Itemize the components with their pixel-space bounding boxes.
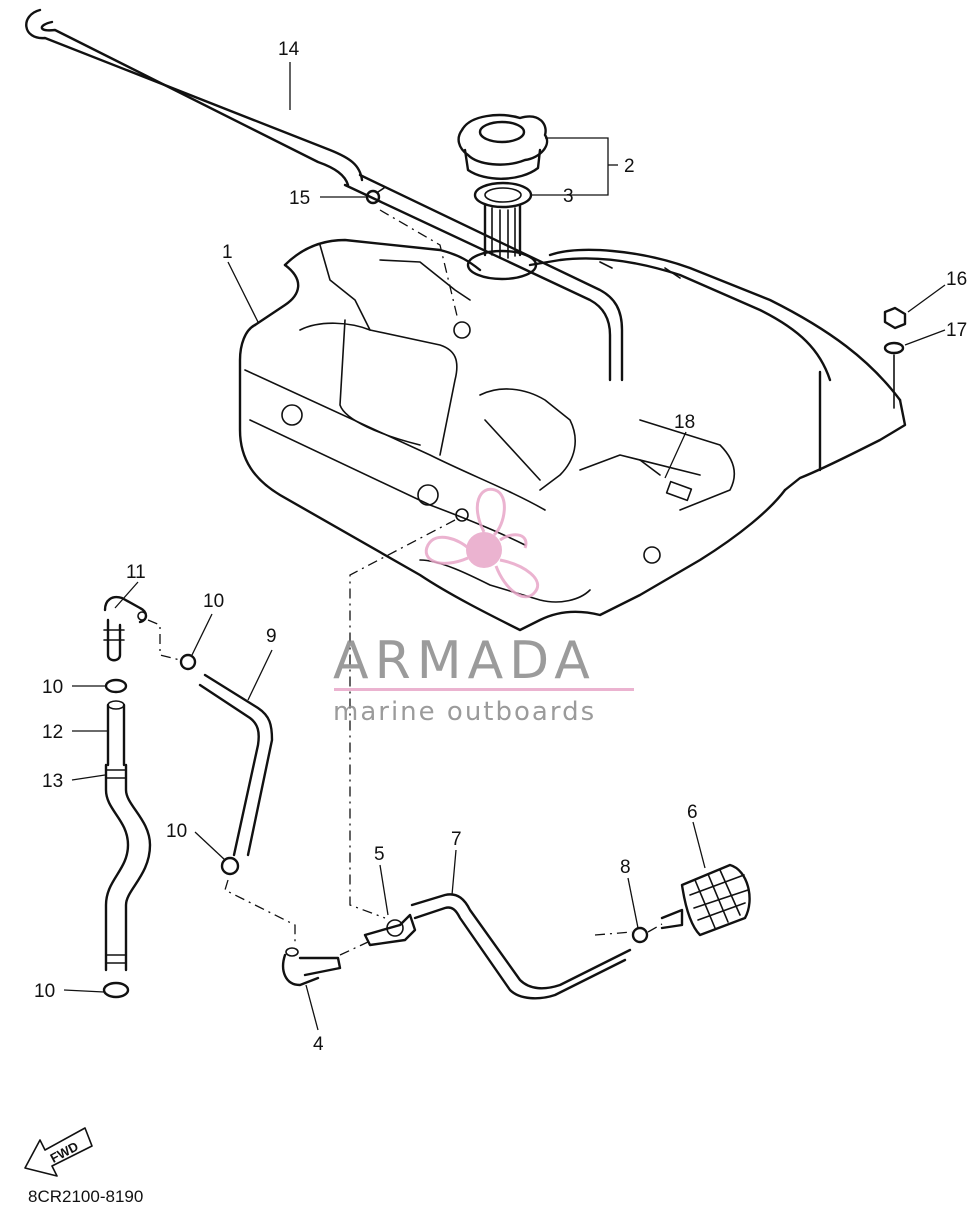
part-8-clip — [631, 926, 649, 944]
watermark-brand: ARMADA — [333, 631, 596, 691]
part-10-clip-a — [104, 678, 128, 694]
part-18-bracket — [639, 459, 661, 476]
callout-12: 12 — [42, 722, 63, 743]
callout-10-b: 10 — [203, 591, 224, 612]
part-11-elbow-fitting — [103, 596, 148, 662]
callout-1: 1 — [222, 242, 233, 263]
watermark-tagline: marine outboards — [333, 697, 596, 727]
forward-arrow-label: FWD — [48, 1139, 81, 1166]
part-10-clip-d — [102, 981, 130, 999]
leader-lines — [63, 62, 946, 1031]
armada-watermark: ARMADA marine outboards — [333, 487, 634, 727]
callout-8: 8 — [620, 857, 631, 878]
diagram-code: 8CR2100-8190 — [28, 1187, 143, 1206]
propeller-logo — [424, 487, 539, 599]
part-17-washer — [883, 341, 905, 409]
callout-17: 17 — [946, 320, 967, 341]
callout-10-c: 10 — [166, 821, 187, 842]
callout-10-a: 10 — [42, 677, 63, 698]
part-2-filler-cap — [457, 113, 549, 180]
part-16-nut — [883, 306, 907, 330]
callout-13: 13 — [42, 771, 63, 792]
part-9-bent-hose — [198, 673, 274, 857]
callout-2: 2 — [624, 156, 635, 177]
part-4-elbow-joint — [281, 947, 342, 987]
part-5-fitting — [363, 913, 417, 947]
forward-arrow: FWD — [24, 1127, 93, 1177]
part-1-fuel-tank — [238, 238, 907, 632]
part-3-gasket — [473, 181, 533, 209]
callout-9: 9 — [266, 626, 277, 647]
callout-numbers: 14 1 2 3 15 16 17 18 11 10 9 10 12 13 10… — [34, 39, 967, 1055]
part-12-tube — [106, 700, 126, 767]
callout-4: 4 — [313, 1034, 324, 1055]
part-14-vent-hose — [25, 8, 624, 382]
part-6-fuel-filter — [660, 863, 751, 937]
callout-6: 6 — [687, 802, 698, 823]
routing-lines — [147, 209, 663, 956]
watermark-underline — [334, 688, 634, 691]
callout-18: 18 — [674, 412, 695, 433]
callout-7: 7 — [451, 829, 462, 850]
callout-10-d: 10 — [34, 981, 55, 1002]
callout-15: 15 — [289, 188, 310, 209]
part-10-clip-b — [179, 653, 197, 671]
callout-5: 5 — [374, 844, 385, 865]
part-15-hose-clip — [365, 187, 385, 205]
callout-14: 14 — [278, 39, 300, 60]
callout-3: 3 — [563, 186, 574, 207]
part-13-hose — [104, 763, 152, 972]
part-7-fuel-line — [410, 893, 632, 1000]
callout-11: 11 — [126, 562, 146, 583]
callout-16: 16 — [946, 269, 967, 290]
part-10-clip-c — [220, 856, 240, 876]
